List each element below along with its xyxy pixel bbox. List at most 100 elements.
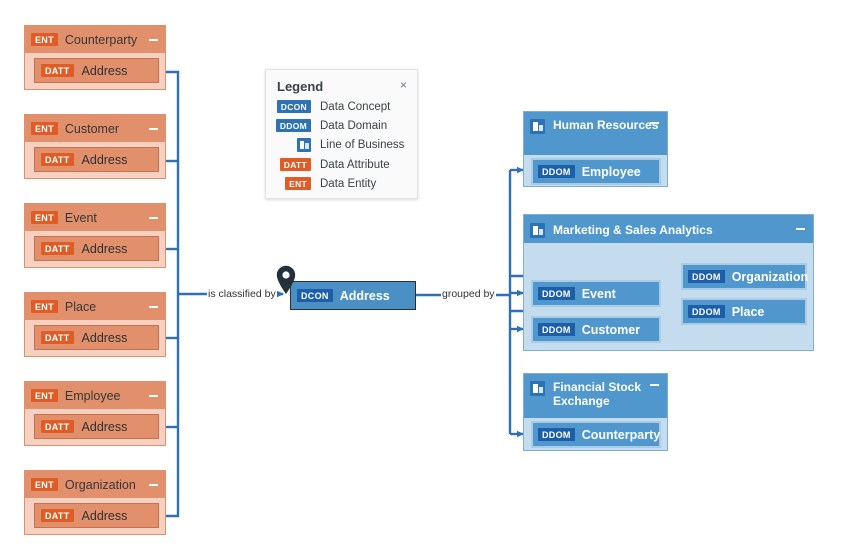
collapse-minus-icon[interactable] — [650, 122, 659, 124]
attribute-type-chip: DATT — [41, 242, 74, 255]
domain-title: Organization — [731, 269, 809, 284]
collapse-minus-icon[interactable] — [149, 216, 158, 219]
ddom-chip: DDOM — [275, 119, 311, 132]
close-icon[interactable]: × — [399, 78, 407, 92]
attribute-type-chip: DATT — [41, 153, 74, 166]
attribute-label: Address — [81, 241, 128, 256]
building-icon — [530, 381, 545, 396]
domain-type-chip: DDOM — [538, 287, 575, 300]
legend-key: DATT — [277, 158, 311, 171]
lob-title: Financial Stock Exchange — [553, 380, 642, 408]
domain-type-chip: DDOM — [688, 270, 725, 283]
edge-label-grouped-by: grouped by — [441, 288, 496, 300]
lob-header[interactable]: Marketing & Sales Analytics — [524, 215, 813, 243]
ent-chip: ENT — [285, 177, 311, 190]
domain-node-employee[interactable]: DDOM Employee — [531, 158, 661, 185]
entity-card[interactable]: ENT Customer DATT Address — [24, 114, 166, 179]
attribute-row[interactable]: DATT Address — [34, 58, 159, 83]
domain-title: Place — [731, 304, 765, 319]
legend-item-data-entity: ENT Data Entity — [277, 177, 406, 190]
legend-label: Data Domain — [320, 119, 388, 132]
entity-title: Counterparty — [64, 32, 138, 47]
attribute-label: Address — [81, 419, 128, 434]
domain-title: Counterparty — [581, 427, 661, 442]
entity-title: Employee — [64, 388, 121, 403]
entity-header[interactable]: ENT Organization — [25, 471, 165, 498]
entity-header[interactable]: ENT Place — [25, 293, 165, 320]
attribute-label: Address — [81, 152, 128, 167]
lob-header[interactable]: Human Resources — [524, 112, 667, 155]
collapse-minus-icon[interactable] — [796, 228, 805, 230]
concept-node-address[interactable]: DCON Address — [290, 281, 416, 310]
domain-title: Customer — [581, 322, 641, 337]
collapse-minus-icon[interactable] — [149, 38, 158, 41]
entity-header[interactable]: ENT Event — [25, 204, 165, 231]
entity-header[interactable]: ENT Customer — [25, 115, 165, 142]
entity-card[interactable]: ENT Place DATT Address — [24, 292, 166, 357]
entity-card[interactable]: ENT Event DATT Address — [24, 203, 166, 268]
domain-title: Employee — [581, 164, 641, 179]
entity-card[interactable]: ENT Counterparty DATT Address — [24, 25, 166, 90]
domain-type-chip: DDOM — [538, 323, 575, 336]
legend-item-data-domain: DDOM Data Domain — [275, 119, 406, 132]
attribute-type-chip: DATT — [41, 331, 74, 344]
legend-item-data-concept: DCON Data Concept — [276, 100, 406, 113]
domain-node-customer[interactable]: DDOM Customer — [531, 316, 661, 343]
entity-card[interactable]: ENT Organization DATT Address — [24, 470, 166, 535]
legend-panel[interactable]: Legend × DCON Data Concept DDOM Data Dom… — [265, 69, 418, 199]
entity-title: Customer — [64, 121, 120, 136]
collapse-minus-icon[interactable] — [149, 305, 158, 308]
collapse-minus-icon[interactable] — [149, 483, 158, 486]
attribute-row[interactable]: DATT Address — [34, 236, 159, 261]
lob-header[interactable]: Financial Stock Exchange — [524, 374, 667, 418]
attribute-label: Address — [81, 63, 128, 78]
domain-node-organization[interactable]: DDOM Organization — [681, 263, 809, 290]
attribute-row[interactable]: DATT Address — [34, 414, 159, 439]
entity-type-chip: ENT — [31, 389, 58, 402]
domain-type-chip: DDOM — [538, 428, 575, 441]
entity-type-chip: ENT — [31, 33, 58, 46]
entity-title: Place — [64, 299, 97, 314]
location-pin-icon — [276, 265, 296, 294]
domain-node-event[interactable]: DDOM Event — [531, 280, 661, 307]
domain-type-chip: DDOM — [538, 165, 575, 178]
collapse-minus-icon[interactable] — [650, 384, 659, 386]
attribute-label: Address — [81, 330, 128, 345]
legend-key: DDOM — [275, 119, 311, 132]
concept-title: Address — [339, 288, 390, 303]
edge-label-is-classified-by: is classified by — [207, 288, 277, 300]
collapse-minus-icon[interactable] — [149, 127, 158, 130]
attribute-row[interactable]: DATT Address — [34, 147, 159, 172]
entity-type-chip: ENT — [31, 300, 58, 313]
legend-label: Data Attribute — [320, 158, 390, 171]
attribute-label: Address — [81, 508, 128, 523]
entity-type-chip: ENT — [31, 211, 58, 224]
dcon-chip: DCON — [276, 100, 311, 113]
legend-item-data-attribute: DATT Data Attribute — [277, 158, 406, 171]
legend-key: DCON — [276, 100, 311, 113]
legend-key: ENT — [277, 177, 311, 190]
domain-node-counterparty[interactable]: DDOM Counterparty — [531, 421, 661, 448]
attribute-row[interactable]: DATT Address — [34, 503, 159, 528]
entity-title: Event — [64, 210, 97, 225]
attribute-type-chip: DATT — [41, 64, 74, 77]
legend-title: Legend — [277, 79, 324, 94]
entity-title: Organization — [64, 477, 136, 492]
legend-label: Data Concept — [320, 100, 391, 113]
domain-title: Event — [581, 286, 616, 301]
concept-type-chip: DCON — [297, 289, 333, 302]
entity-header[interactable]: ENT Employee — [25, 382, 165, 409]
domain-type-chip: DDOM — [688, 305, 725, 318]
building-icon — [530, 222, 545, 238]
entity-type-chip: ENT — [31, 478, 58, 491]
entity-header[interactable]: ENT Counterparty — [25, 26, 165, 53]
lob-title: Human Resources — [553, 118, 659, 132]
collapse-minus-icon[interactable] — [149, 394, 158, 397]
legend-key — [277, 138, 311, 152]
entity-card[interactable]: ENT Employee DATT Address — [24, 381, 166, 446]
domain-node-place[interactable]: DDOM Place — [681, 298, 807, 325]
legend-label: Line of Business — [320, 139, 405, 151]
attribute-row[interactable]: DATT Address — [34, 325, 159, 350]
building-icon — [297, 138, 311, 152]
